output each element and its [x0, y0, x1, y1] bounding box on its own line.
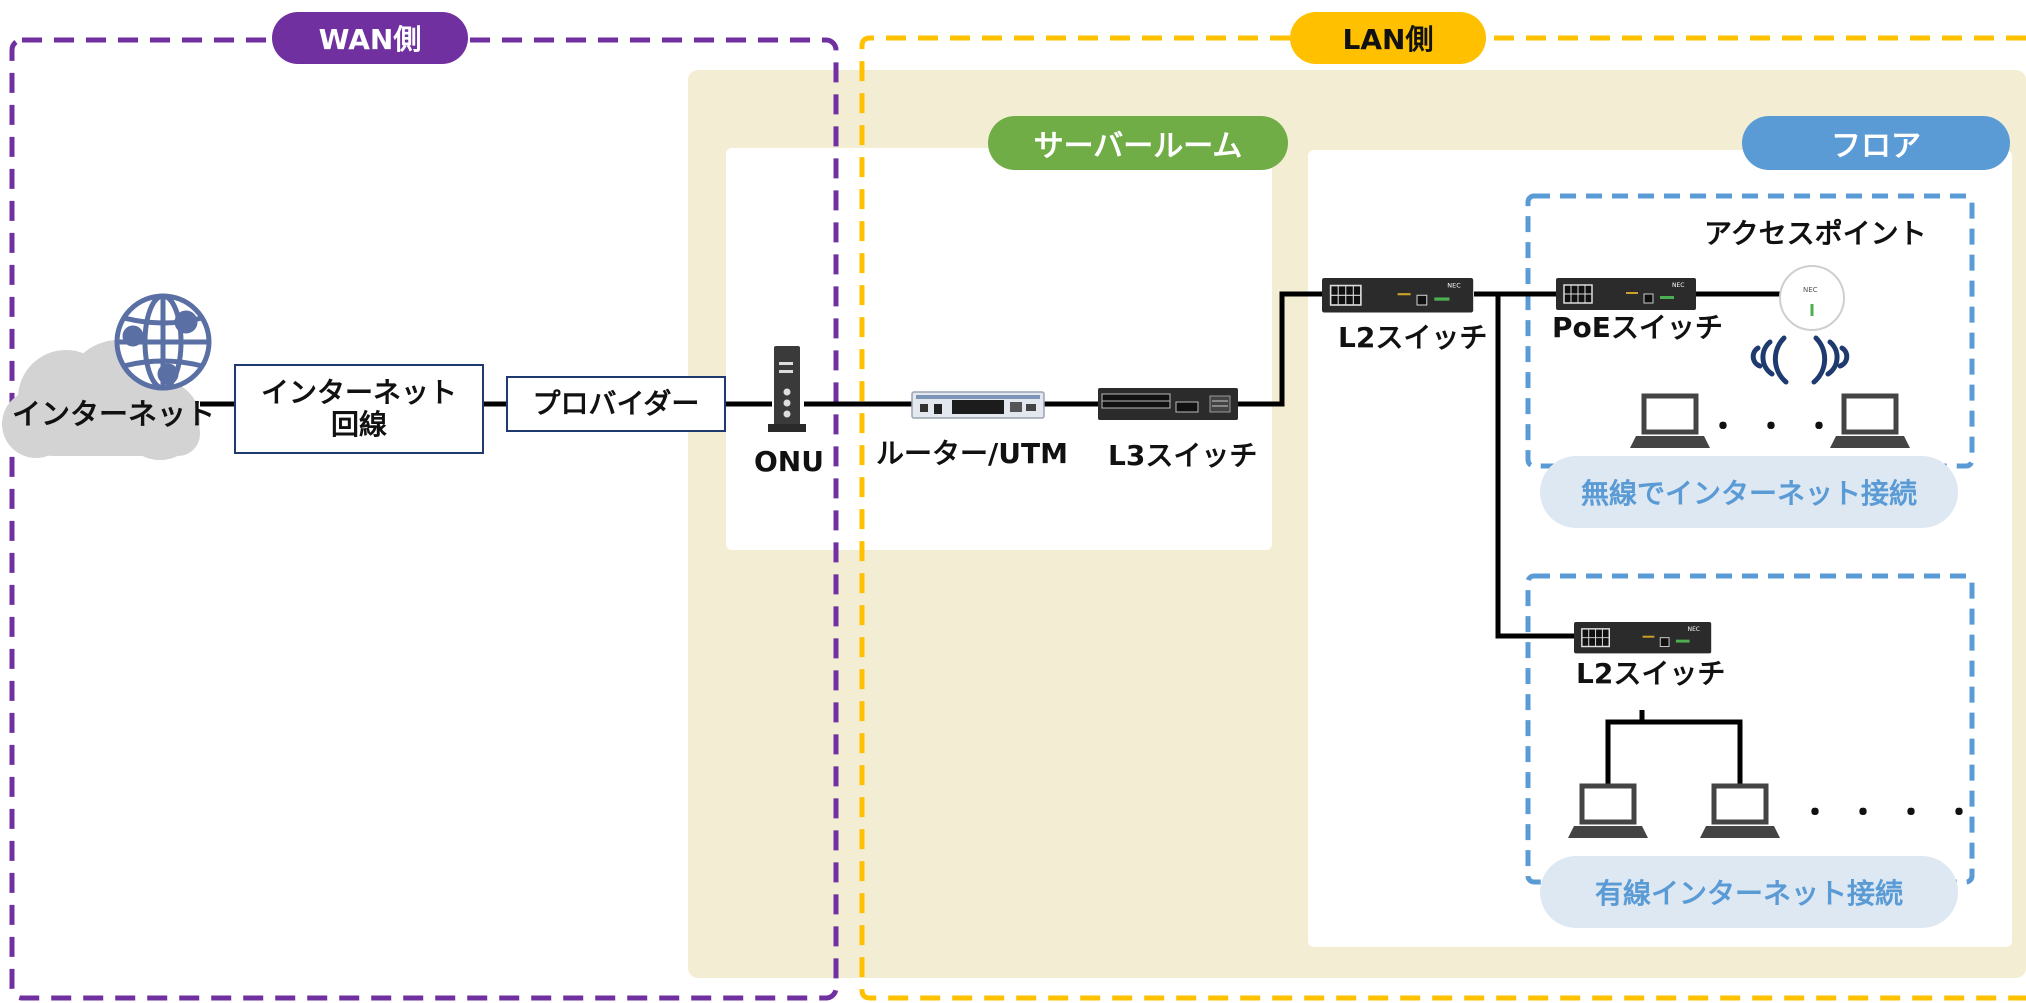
access-point-device: NEC: [1780, 266, 1844, 330]
svg-text:NEC: NEC: [1688, 627, 1700, 633]
floor-label: フロア: [1742, 116, 2010, 170]
wan-zone-label: WAN側: [272, 12, 468, 64]
server-room-panel: [726, 148, 1272, 550]
l2-switch-floor-label: L2スイッチ: [1576, 660, 1725, 688]
access-point-label: アクセスポイント: [1704, 220, 1927, 248]
wired-ellipsis: ・・・・: [1800, 788, 1992, 832]
internet-line-box: インターネット 回線: [234, 364, 484, 454]
internet-line-label: インターネット 回線: [261, 377, 457, 441]
l2-switch-floor-device: NEC: [1574, 622, 1711, 653]
laptop-icon: [1700, 786, 1780, 838]
svg-text:NEC: NEC: [1803, 286, 1818, 294]
server-room-label: サーバールーム: [988, 116, 1288, 170]
l3-switch-device: [1098, 388, 1238, 420]
wireless-connection-label: 無線でインターネット接続: [1540, 456, 1958, 528]
onu-label: ONU: [754, 448, 824, 476]
router-utm-label: ルーター/UTM: [876, 440, 1068, 468]
l2-switch-main-label: L2スイッチ: [1338, 324, 1487, 352]
router-utm-device: [912, 392, 1044, 418]
laptop-icon: [1630, 396, 1710, 448]
laptop-icon: [1568, 786, 1648, 838]
poe-switch-device: NEC: [1556, 278, 1696, 310]
wired-connection-label: 有線インターネット接続: [1540, 856, 1958, 928]
l3-switch-label: L3スイッチ: [1108, 442, 1257, 470]
wireless-ellipsis: ・・・: [1708, 402, 1852, 446]
svg-text:NEC: NEC: [1447, 282, 1461, 290]
provider-box: プロバイダー: [506, 376, 726, 432]
internet-label: インターネット: [12, 400, 215, 429]
globe-icon: [117, 296, 209, 388]
provider-label: プロバイダー: [533, 388, 700, 420]
poe-switch-label: PoEスイッチ: [1552, 314, 1723, 342]
svg-text:NEC: NEC: [1672, 282, 1684, 289]
l2-switch-main-device: NEC: [1322, 278, 1473, 313]
lan-zone-label: LAN側: [1290, 12, 1486, 64]
